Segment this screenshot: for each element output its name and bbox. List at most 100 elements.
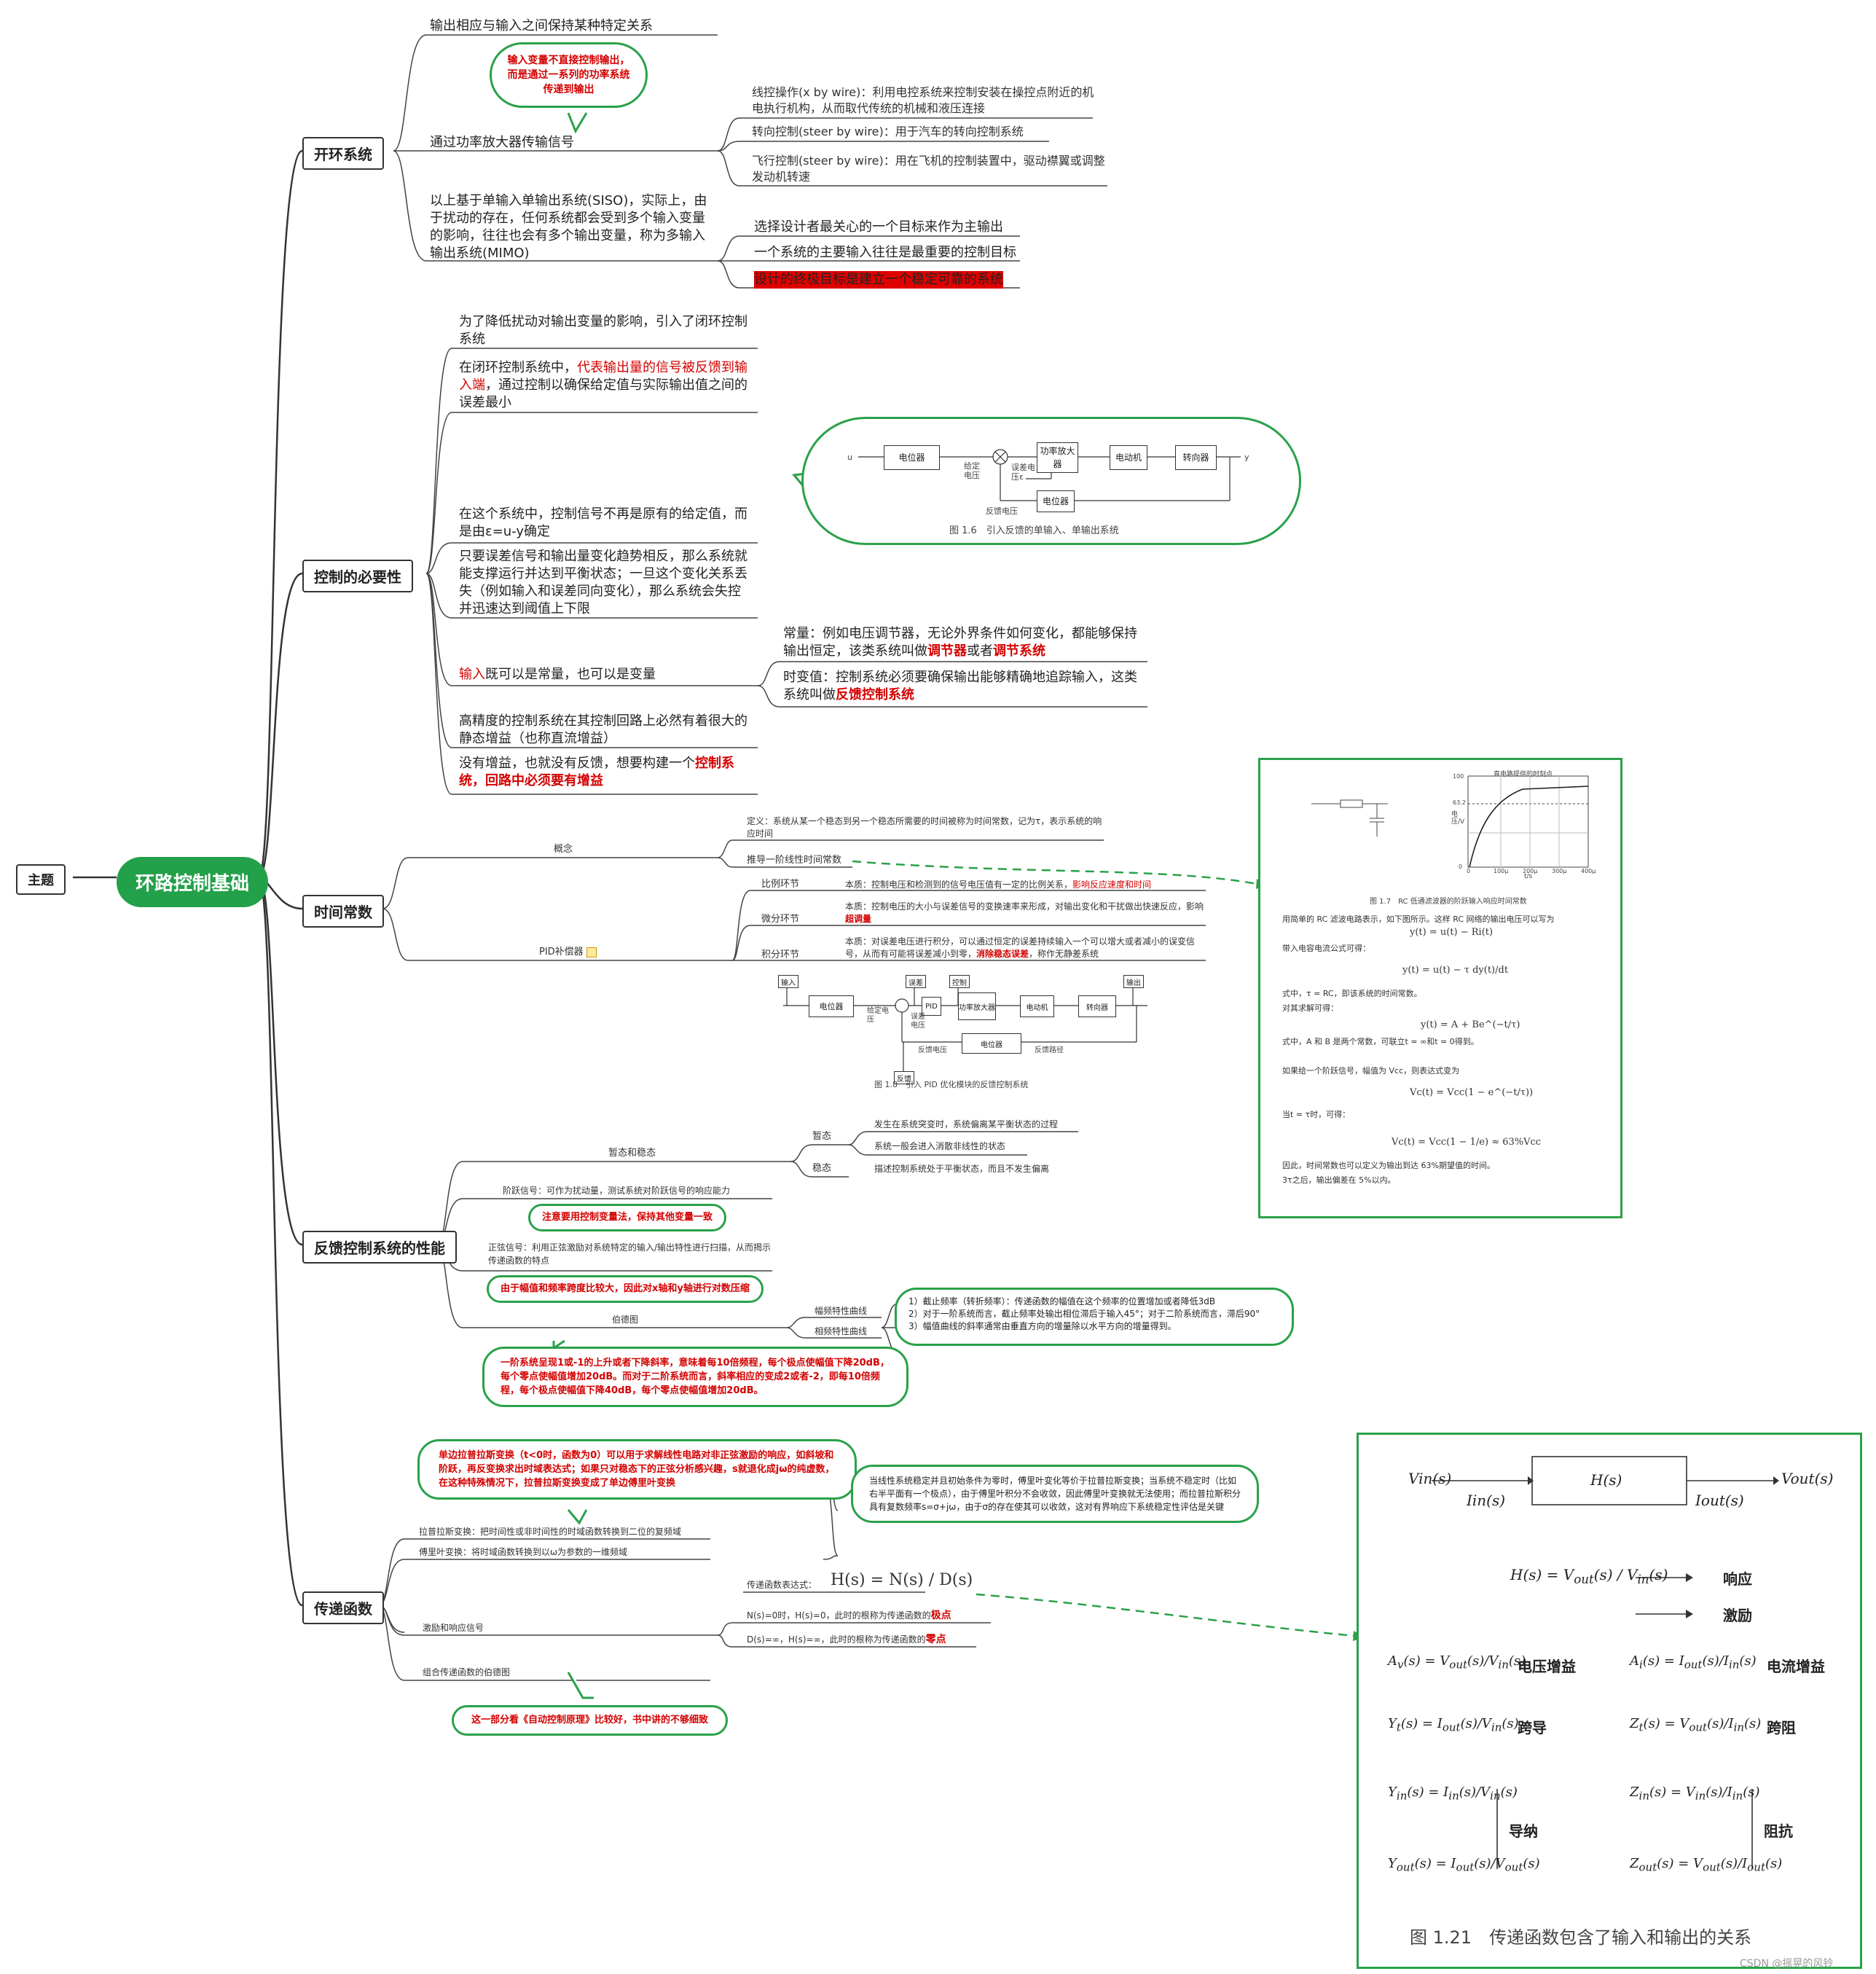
- fig18-input-box: 输入: [778, 975, 798, 988]
- fig18-error-voltage-label: 误差电压: [911, 1013, 925, 1030]
- fig16-bubble: 电位器 功率放大器 电动机 转向器 电位器 u y 给定电压 误差电压ε 反馈电…: [801, 417, 1301, 545]
- error-trend-item: 只要误差信号和输出量变化趋势相反，那么系统就能支撑运行并达到平衡状态；一旦这个变…: [459, 549, 747, 616]
- fig121-zout-formula: Zout(s) = Vout(s)/Iout(s): [1630, 1856, 1783, 1874]
- rc-para-1: 用简单的 RC 滤波电路表示，如下图所示。这样 RC 网络的输出电压可以写为: [1282, 914, 1555, 924]
- fourier-item: 傅里叶变换：将时域函数转换到以ω为参数的一维频域: [419, 1547, 628, 1557]
- fig121-excitation-label: 激励: [1723, 1607, 1752, 1624]
- fig121-current-gain-label: 电流增益: [1767, 1658, 1825, 1675]
- rc-circuit-and-chart: [1311, 775, 1589, 868]
- rc-figure-caption: 图 1.7 RC 低通滤波器的阶跃输入响应时间常数: [1370, 898, 1527, 906]
- fig121-impedance-label: 阻抗: [1764, 1822, 1793, 1840]
- transient-desc-2: 系统一般会进入消散非线性的状态: [874, 1141, 1006, 1151]
- fig18-given-voltage-label: 给定电压: [867, 1007, 889, 1024]
- fig18-amplifier-block: 功率放大器: [958, 992, 996, 1020]
- excitation-response-item: 激励和响应信号: [423, 1623, 484, 1633]
- step-signal-item: 阶跃信号：可作为扰动量，测试系统对阶跃信号的响应能力: [503, 1186, 731, 1196]
- fig18-output-box: 输出: [1123, 975, 1144, 988]
- fig16-steering-block: 转向器: [1175, 445, 1217, 470]
- topic-label[interactable]: 主题: [16, 864, 66, 895]
- root-node[interactable]: 环路控制基础: [117, 857, 269, 907]
- fig16-amplifier-block: 功率放大器: [1037, 442, 1078, 473]
- necessity-node[interactable]: 控制的必要性: [302, 560, 413, 592]
- fig16-motor-block: 电动机: [1110, 445, 1147, 470]
- rc-eq-4: Vc(t) = Vcc(1 − e^(−t/τ)): [1410, 1087, 1534, 1098]
- fig121-response-label: 响应: [1723, 1570, 1752, 1588]
- pid-compensator-label: PID补偿器: [539, 946, 597, 959]
- integral-desc: 本质：对误差电压进行积分，可以通过恒定的误差持续输入一个可以增大或者减小的误变信…: [845, 936, 1196, 959]
- fig16-y-label: y: [1244, 453, 1249, 462]
- time-constant-node[interactable]: 时间常数: [302, 895, 384, 928]
- steady-desc: 描述控制系统处于平衡状态，而且不发生偏离: [874, 1164, 1050, 1174]
- fig121-voltage-gain-label: 电压增益: [1518, 1658, 1576, 1675]
- main-output-item: 选择设计者最关心的一个目标来作为主输出: [754, 219, 1003, 235]
- fig18-feedback-voltage-label: 反馈电压: [918, 1046, 947, 1054]
- fig121-transimpedance-label: 跨阻: [1767, 1719, 1796, 1736]
- fig18-caption: 图 1.8 引入 PID 优化模块的反馈控制系统: [874, 1080, 1029, 1089]
- wire-control-item: 线控操作(x by wire)：利用电控系统来控制安装在操控点附近的机电执行机构…: [752, 85, 1094, 115]
- rc-para-3: 式中，τ = RC，即该系统的时间常数。: [1282, 989, 1422, 998]
- rc-chart-title: 直电路提供的时刻点: [1494, 771, 1553, 778]
- closed-loop-feedback-item: 在闭环控制系统中，代表输出量的信号被反馈到输入端，通过控制以确保给定值与实际输出…: [459, 360, 747, 410]
- rc-ytick-0: 0: [1459, 863, 1463, 870]
- rc-eq-3: y(t) = A + Be^(−t/τ): [1421, 1019, 1520, 1030]
- fig18-pid-block: PID: [922, 997, 941, 1016]
- proportional-desc: 本质：控制电压和检测到的信号电压值有一定的比例关系，影响反应速度和时间: [845, 880, 1152, 890]
- rc-para-8: 因此，时间常数也可以定义为输出到达 63%期望值的时间。: [1282, 1161, 1495, 1170]
- rc-ytick-63: 63.2: [1453, 799, 1466, 806]
- fig16-given-voltage-label: 给定电压: [964, 461, 980, 480]
- fourier-laplace-bubble: 当线性系统稳定并且初始条件为零时，傅里叶变化等价于拉普拉斯变换；当系统不稳定时（…: [851, 1465, 1259, 1523]
- fig18-feedback-box: 反馈: [894, 1071, 914, 1084]
- fig121-ratio-formula: H(s) = Vout(s) / Vin(s): [1510, 1566, 1668, 1586]
- controlled-variable-bubble: 注意要用控制变量法，保持其他变量一致: [528, 1204, 727, 1231]
- open-loop-node[interactable]: 开环系统: [302, 137, 384, 170]
- phase-curve-label: 相频特性曲线: [815, 1326, 868, 1336]
- fig121-yout-formula: Yout(s) = Iout(s)/Vout(s): [1388, 1856, 1540, 1874]
- reference-book-bubble: 这一部分看《自动控制原理》比较好，书中讲的不够细致: [452, 1705, 729, 1736]
- time-constant-definition: 定义：系统从某一个稳态到另一个稳态所需要的时间被称为时间常数，记为τ，表示系统的…: [747, 816, 1102, 839]
- steady-label: 稳态: [812, 1163, 832, 1174]
- fig18-error-box: 误差: [906, 975, 926, 988]
- derivative-desc: 本质：控制电压的大小与误差信号的变换速率来形成，对输出变化和干扰做出快速反应，影…: [845, 901, 1204, 924]
- rc-xtick-3: 300μ: [1552, 868, 1567, 874]
- fig18-diagram: 输入 误差 控制 输出 反馈 电位器 PID 功率放大器 电动机 转向器 电位器…: [772, 969, 1158, 1093]
- bode-plot-label: 伯德图: [612, 1315, 639, 1325]
- fig121-iin: Iin(s): [1467, 1492, 1506, 1509]
- pole-item: N(s)=0时，H(s)=0，此时的根称为传递函数的极点: [747, 1610, 951, 1621]
- rc-xtick-0: 0: [1467, 868, 1471, 874]
- input-type-item: 输入既可以是常量，也可以是变量: [459, 667, 656, 682]
- steer-control-item: 转向控制(steer by wire)：用于汽车的转向控制系统: [752, 125, 1024, 138]
- fig16-error-voltage-label: 误差电压ε: [1011, 463, 1035, 482]
- gain-required-item: 没有增益，也就没有反馈，想要构建一个控制系统，回路中必须要有增益: [459, 756, 734, 788]
- rc-para-4: 对其求解可得：: [1282, 1003, 1338, 1013]
- mimo-item: 以上基于单输入单输出系统(SISO)，实际上，由于扰动的存在，任何系统都会受到多…: [430, 193, 707, 261]
- fig121-panel: Vin(s) Iin(s) H(s) Vout(s) Iout(s) H(s) …: [1357, 1433, 1862, 1969]
- rc-para-9: 3τ之后，输出偏差在 5%以内。: [1282, 1175, 1396, 1185]
- combo-bode-item: 组合传递函数的伯德图: [423, 1667, 511, 1677]
- fig18-feedback-path-label: 反馈路径: [1035, 1046, 1064, 1054]
- varying-input-item: 时变值：控制系统必须要确保输出能够精确地追踪输入，这类系统叫做反馈控制系统: [783, 670, 1137, 702]
- note-icon[interactable]: [586, 947, 597, 957]
- fig121-admittance-label: 导纳: [1509, 1822, 1538, 1840]
- laplace-item: 拉普拉斯变换：把时间性或非时间性的时域函数转换到二位的复频域: [419, 1527, 682, 1537]
- ultimate-goal-item: 设计的终极目标是建立一个稳定可靠的系统: [754, 271, 1003, 289]
- fig18-motor-block: 电动机: [1020, 995, 1054, 1017]
- feedback-performance-node[interactable]: 反馈控制系统的性能: [302, 1231, 457, 1264]
- fig121-ai-formula: Ai(s) = Iout(s)/Iin(s): [1630, 1653, 1757, 1672]
- fig16-caption: 图 1.6 引入反馈的单输入、单输出系统: [949, 525, 1119, 536]
- transfer-formula: H(s) = N(s) / D(s): [831, 1571, 973, 1589]
- closed-loop-intro: 为了降低扰动对输出变量的影响，引入了闭环控制系统: [459, 314, 747, 347]
- fig121-iout: Iout(s): [1695, 1492, 1744, 1509]
- rc-derivation-panel: 直电路提供的时刻点 电压/V t/s 100 63.2 0 0 100μ 200…: [1258, 758, 1622, 1218]
- fig121-av-formula: Av(s) = Vout(s)/Vin(s): [1388, 1653, 1526, 1672]
- fig121-yt-formula: Yt(s) = Iout(s)/Vin(s): [1388, 1716, 1519, 1734]
- fig121-yin-formula: Yin(s) = Iin(s)/Vin(s): [1388, 1785, 1518, 1803]
- open-loop-item-amplifier: 通过功率放大器传输信号: [430, 135, 574, 150]
- rc-ytick-100: 100: [1453, 773, 1464, 780]
- control-signal-item: 在这个系统中，控制信号不再是原有的给定值，而是由ε=u-y确定: [459, 506, 747, 539]
- laplace-bubble: 单边拉普拉斯变换（t<0时，函数为0）可以用于求解线性电路对非正弦激励的响应，如…: [417, 1439, 857, 1500]
- fig18-potentiometer-block: 电位器: [809, 995, 854, 1017]
- sine-signal-item: 正弦信号：利用正弦激励对系统特定的输入/输出特性进行扫描，从而揭示传递函数的特点: [488, 1242, 772, 1266]
- transfer-function-node[interactable]: 传递函数: [302, 1591, 384, 1624]
- fig121-vout: Vout(s): [1781, 1470, 1834, 1487]
- log-compress-bubble: 由于幅值和频率跨度比较大，因此对x轴和y轴进行对数压缩: [487, 1275, 764, 1303]
